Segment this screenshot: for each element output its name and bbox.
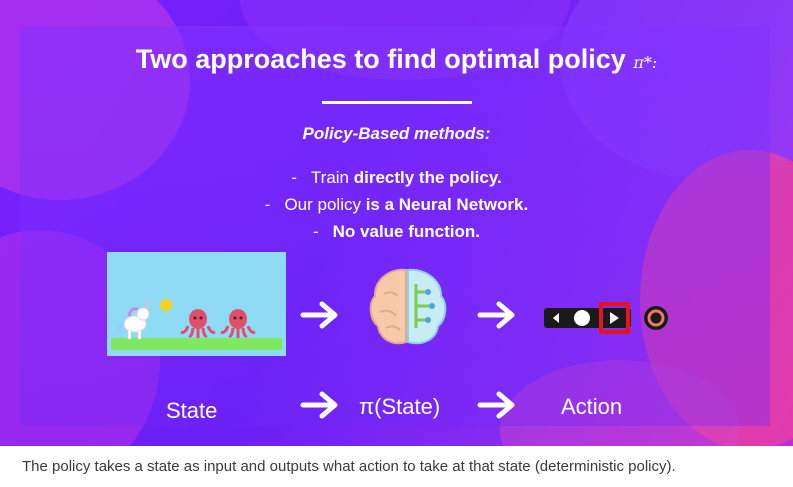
game-screenshot-icon <box>107 252 286 356</box>
idle-action-icon <box>574 310 590 326</box>
arrow-right-icon <box>300 301 338 329</box>
state-label: State <box>166 398 218 423</box>
octopus-enemy-icon <box>220 309 256 338</box>
title-divider <box>322 101 472 104</box>
bullet-item: -Our policy is a Neural Network. <box>264 195 529 214</box>
pi-star-symbol: π*: <box>633 53 658 72</box>
selected-action-highlight <box>599 302 630 334</box>
content-panel <box>20 26 770 426</box>
arrow-right-icon <box>477 391 515 419</box>
subtitle: Policy-Based methods: <box>302 124 491 143</box>
action-controller-icon <box>544 302 668 334</box>
bullet-item: -Train directly the policy. <box>291 168 502 187</box>
octopus-enemy-icon <box>180 309 216 338</box>
arrow-right-icon <box>300 391 338 419</box>
slide: Two approaches to find optimal policy π*… <box>0 0 793 446</box>
left-action-icon <box>553 313 559 323</box>
game-sprites <box>118 298 256 340</box>
bullet-item: -No value function. <box>312 222 480 241</box>
coin-icon <box>160 299 172 311</box>
action-label: Action <box>561 394 623 419</box>
right-action-icon <box>610 312 619 324</box>
arrow-right-icon <box>477 301 515 329</box>
title-text: Two approaches to find optimal policy <box>135 44 626 74</box>
slide-title: Two approaches to find optimal policy π*… <box>0 44 793 75</box>
neural-network-brain-icon <box>369 268 447 345</box>
policy-label: π(State) <box>359 394 441 419</box>
image-caption: The policy takes a state as input and ou… <box>22 458 676 475</box>
game-ground <box>111 338 282 350</box>
unicorn-icon <box>118 298 150 340</box>
